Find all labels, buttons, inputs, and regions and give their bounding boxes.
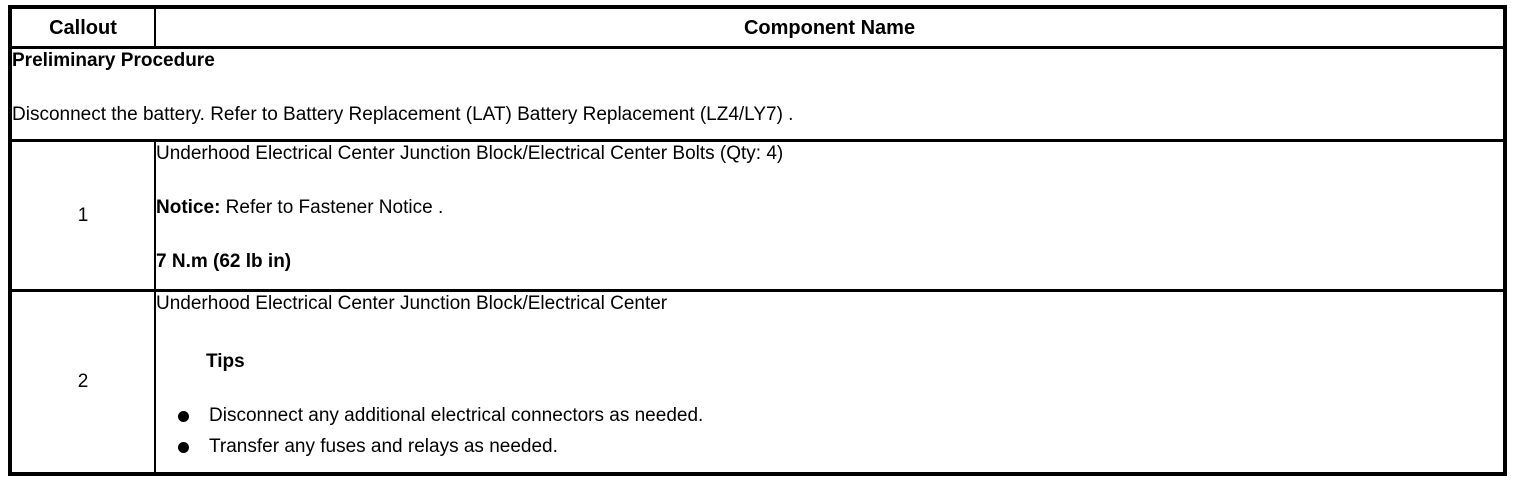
tip-item: Transfer any fuses and relays as needed.	[156, 435, 1503, 459]
preliminary-procedure-cell: Preliminary Procedure Disconnect the bat…	[9, 46, 1506, 142]
tip-text: Transfer any fuses and relays as needed.	[209, 436, 558, 457]
bullet-icon	[178, 411, 189, 422]
preliminary-procedure-title: Preliminary Procedure	[12, 50, 215, 71]
tip-text: Disconnect any additional electrical con…	[209, 405, 704, 426]
table-row: 2 Underhood Electrical Center Junction B…	[9, 289, 1506, 476]
preliminary-procedure-row: Preliminary Procedure Disconnect the bat…	[9, 46, 1506, 142]
preliminary-procedure-text: Disconnect the battery. Refer to Battery…	[12, 104, 794, 125]
bullet-icon	[178, 442, 189, 453]
table-row: 1 Underhood Electrical Center Junction B…	[9, 139, 1506, 292]
component-name: Underhood Electrical Center Junction Blo…	[156, 143, 784, 164]
tips-list: Disconnect any additional electrical con…	[156, 404, 1503, 459]
tips-heading: Tips	[206, 351, 245, 372]
component-name: Underhood Electrical Center Junction Blo…	[156, 293, 668, 314]
torque-spec: 7 N.m (62 lb in)	[156, 251, 292, 272]
component-cell: Underhood Electrical Center Junction Blo…	[154, 289, 1506, 476]
notice-label: Notice:	[156, 197, 221, 218]
tip-item: Disconnect any additional electrical con…	[156, 404, 1503, 428]
callout-number: 1	[9, 139, 156, 292]
column-header-component-name: Component Name	[154, 5, 1506, 49]
component-cell: Underhood Electrical Center Junction Blo…	[154, 139, 1506, 292]
component-callout-table: Callout Component Name Preliminary Proce…	[8, 5, 1507, 476]
callout-number: 2	[9, 289, 156, 476]
notice-line: Notice: Refer to Fastener Notice .	[156, 196, 1503, 220]
table-header-row: Callout Component Name	[9, 5, 1506, 49]
notice-text: Refer to Fastener Notice .	[220, 197, 444, 218]
column-header-callout: Callout	[9, 5, 156, 49]
